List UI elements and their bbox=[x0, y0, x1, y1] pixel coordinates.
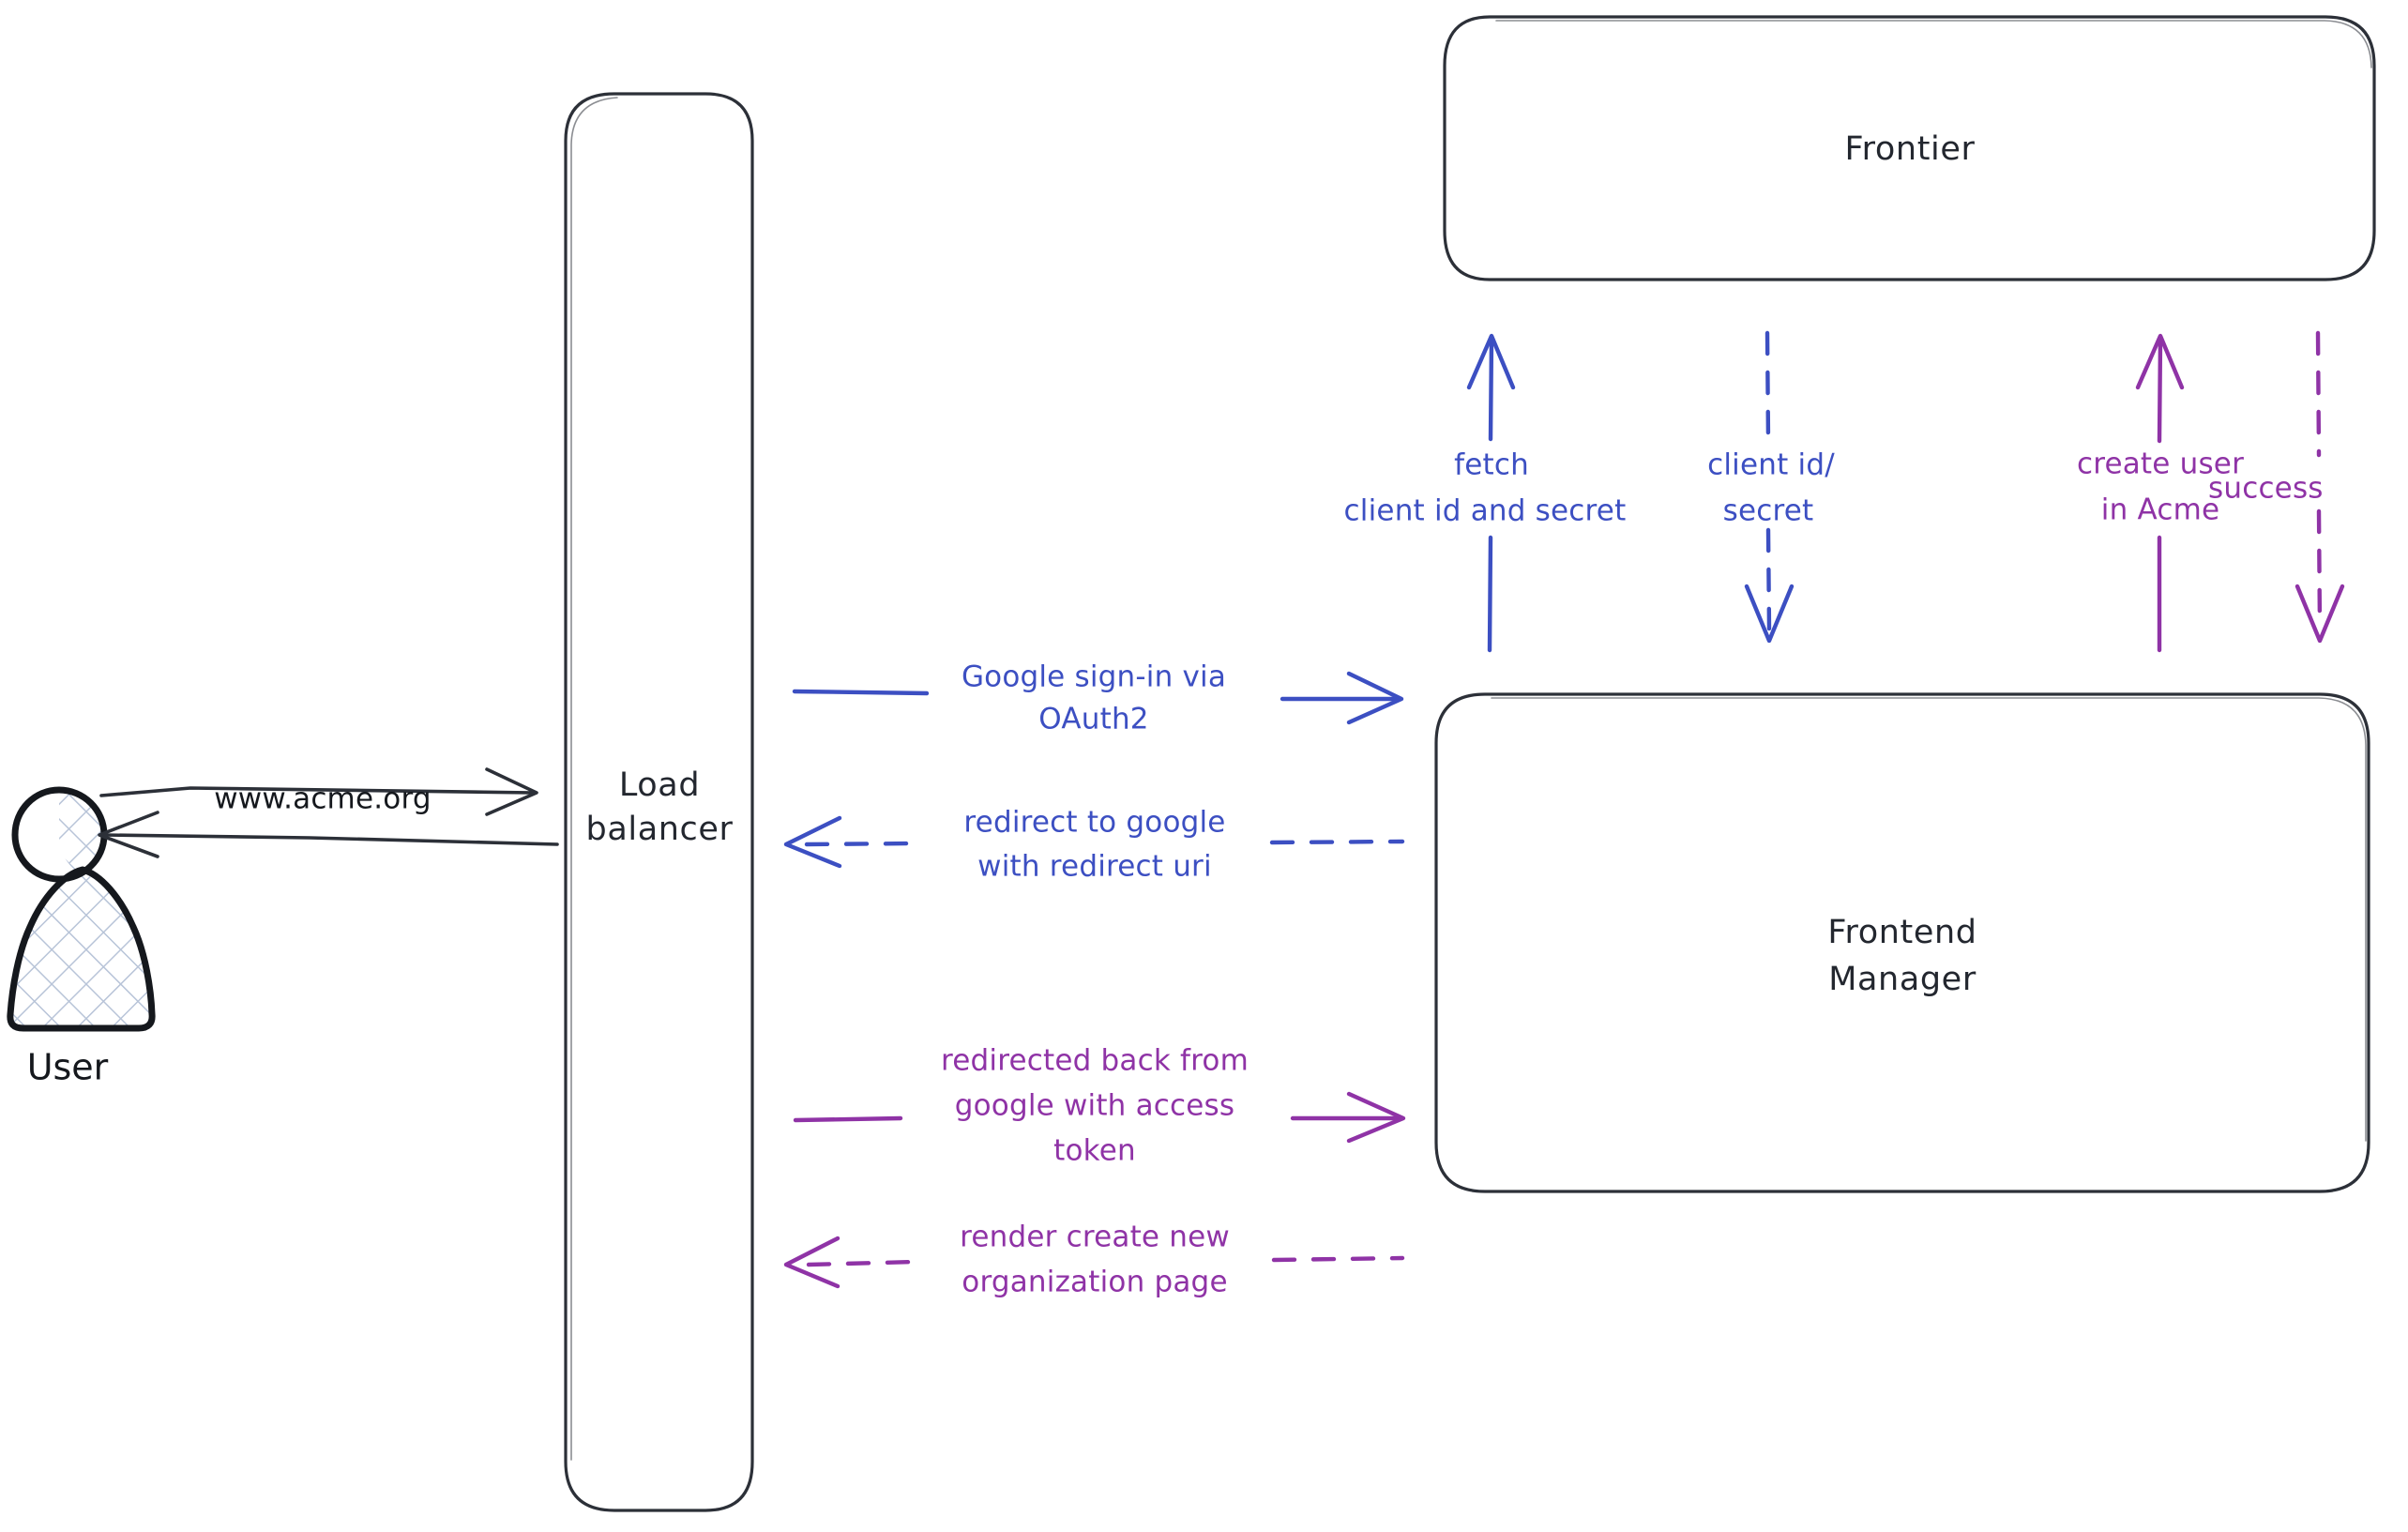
user-body-fill bbox=[11, 791, 150, 1030]
frontend-manager-sketch-stroke bbox=[1491, 697, 2367, 1142]
user-shoulders-icon bbox=[7, 866, 156, 1032]
edge-10-arrowhead bbox=[2294, 584, 2345, 644]
edge-1-arrowhead bbox=[485, 767, 538, 816]
edge-9-line-upper bbox=[2157, 337, 2163, 444]
edge-3-arrowhead bbox=[1346, 671, 1404, 725]
edge-6-arrowhead bbox=[783, 1236, 841, 1289]
edge-9-label-line2: in Acme bbox=[2101, 493, 2220, 527]
node-load-balancer[interactable]: Load balancer bbox=[564, 92, 754, 1512]
user-actor-label: User bbox=[27, 1047, 109, 1088]
edge-10-label: success bbox=[2208, 472, 2324, 506]
node-frontend-manager[interactable]: Frontend Manager bbox=[1434, 692, 2370, 1193]
edge-frontend-manager-to-frontier-fetch: fetch client id and secret bbox=[1344, 333, 1627, 653]
edge-9-arrowhead bbox=[2135, 333, 2185, 390]
load-balancer-label-line2: balancer bbox=[586, 811, 734, 848]
edge-7-arrowhead bbox=[1466, 333, 1516, 390]
edge-3-label-line2: OAuth2 bbox=[1038, 703, 1148, 736]
edge-frontend-manager-to-load-balancer-redirect: redirect to google with redirect uri bbox=[783, 806, 1405, 884]
load-balancer-sketch-stroke bbox=[570, 97, 618, 1461]
edge-3-line-left bbox=[792, 689, 930, 696]
user-actor: User bbox=[7, 786, 156, 1088]
edge-frontend-manager-to-frontier-create-user: create user in Acme bbox=[2077, 333, 2244, 653]
frontier-label: Frontier bbox=[1845, 130, 1976, 168]
edge-5-label-line3: token bbox=[1053, 1134, 1136, 1168]
node-frontier[interactable]: Frontier bbox=[1443, 15, 2376, 281]
edge-5-label-line2: google with access bbox=[955, 1089, 1235, 1123]
edge-load-balancer-to-frontend-manager-token: redirected back from google with access … bbox=[793, 1044, 1406, 1168]
edge-6-label-line2: organization page bbox=[962, 1266, 1227, 1299]
edge-5-arrowhead bbox=[1346, 1091, 1406, 1144]
edge-8-line-lower bbox=[1765, 527, 1772, 631]
edge-9-label-line1: create user bbox=[2077, 447, 2244, 481]
frontend-manager-label-line2: Manager bbox=[1828, 961, 1976, 998]
frontier-sketch-stroke bbox=[1495, 20, 2372, 68]
edge-8-label-line1: client id/ bbox=[1707, 448, 1835, 482]
edge-10-line-lower bbox=[2316, 508, 2323, 631]
frontend-manager-label-line1: Frontend bbox=[1827, 914, 1976, 951]
edge-4-arrowhead bbox=[783, 815, 842, 869]
edge-10-line-upper bbox=[2315, 330, 2322, 458]
load-balancer-rect[interactable] bbox=[564, 92, 754, 1512]
edge-load-balancer-to-user bbox=[98, 811, 559, 858]
frontier-rect[interactable] bbox=[1443, 15, 2376, 281]
edge-6-line-right bbox=[1271, 1255, 1405, 1263]
edge-4-label-line1: redirect to google bbox=[963, 806, 1225, 840]
edge-4-line-left bbox=[804, 841, 917, 847]
edge-6-label-line1: render create new bbox=[960, 1221, 1230, 1254]
edge-1-label: www.acme.org bbox=[214, 782, 431, 816]
edge-1-line bbox=[99, 786, 535, 797]
edge-frontier-to-frontend-manager-success: success bbox=[2208, 330, 2345, 644]
edge-4-label-line2: with redirect uri bbox=[977, 850, 1212, 884]
edge-5-label-line1: redirected back from bbox=[941, 1044, 1249, 1078]
load-balancer-label-line1: Load bbox=[619, 766, 700, 804]
edge-frontend-manager-to-load-balancer-render: render create new organization page bbox=[783, 1221, 1405, 1299]
frontend-manager-rect[interactable] bbox=[1434, 692, 2370, 1193]
edge-2-line bbox=[101, 833, 559, 846]
edge-8-label-line2: secret bbox=[1723, 494, 1814, 528]
edge-5-line-left bbox=[793, 1115, 903, 1123]
edge-7-label-line2: client id and secret bbox=[1344, 494, 1627, 528]
edge-8-arrowhead bbox=[1744, 584, 1795, 644]
edge-8-line-upper bbox=[1764, 330, 1771, 444]
edge-6-line-left bbox=[806, 1259, 917, 1267]
edge-frontier-to-frontend-manager-credentials: client id/ secret bbox=[1707, 330, 1835, 644]
edge-2-arrowhead bbox=[98, 811, 159, 858]
edge-user-to-load-balancer: www.acme.org bbox=[99, 767, 538, 816]
edge-7-line-lower bbox=[1487, 535, 1493, 653]
edge-load-balancer-to-frontend-manager-signin: Google sign-in via OAuth2 bbox=[792, 660, 1404, 736]
edge-7-line-upper bbox=[1488, 337, 1494, 442]
user-head-icon bbox=[11, 786, 108, 883]
edge-3-label-line1: Google sign-in via bbox=[962, 660, 1226, 694]
edge-7-label-line1: fetch bbox=[1454, 448, 1529, 482]
